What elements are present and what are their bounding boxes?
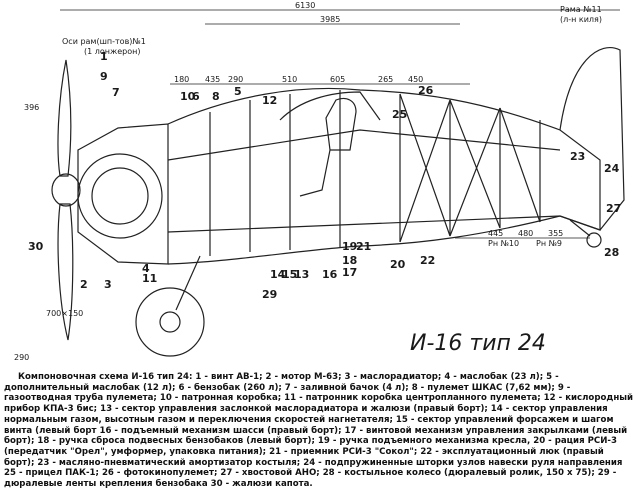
dimension-355: 355 xyxy=(548,229,563,238)
landing-gear-strut xyxy=(175,255,201,311)
dimension-265: 265 xyxy=(378,75,393,84)
aircraft-title: И-16 тип 24 xyxy=(410,331,546,356)
callout-11: 11 xyxy=(142,272,157,285)
frame-9-label: Рн №9 xyxy=(536,239,562,248)
callout-2: 2 xyxy=(80,278,88,291)
dimension-450: 450 xyxy=(408,75,423,84)
callout-13: 13 xyxy=(294,268,309,281)
dimension-396: 396 xyxy=(24,103,39,112)
callout-5: 5 xyxy=(234,85,242,98)
callout-22: 22 xyxy=(420,254,435,267)
callout-26: 26 xyxy=(418,84,434,97)
cockpit-canopy xyxy=(279,91,381,121)
frame-11-sublabel: (л-н киля) xyxy=(560,15,602,24)
callout-20: 20 xyxy=(390,258,406,271)
dimension-510: 510 xyxy=(282,75,297,84)
callout-12: 12 xyxy=(262,94,277,107)
tail-wheel xyxy=(586,232,602,248)
callout-9: 9 xyxy=(100,70,108,83)
callout-19: 19 xyxy=(342,240,357,253)
callout-1: 1 xyxy=(100,50,108,63)
callout-14: 14 xyxy=(270,268,286,281)
dimension-overall: 6130 xyxy=(295,1,315,10)
axis-label: Оси рам(шп-тов)№1 xyxy=(62,37,146,46)
dimension-290: 290 xyxy=(228,75,243,84)
callout-28: 28 xyxy=(604,246,619,259)
callout-23: 23 xyxy=(570,150,585,163)
propeller-blade-lower xyxy=(57,203,74,341)
dimension-180: 180 xyxy=(174,75,189,84)
callout-29: 29 xyxy=(262,288,277,301)
fuselage-outline xyxy=(167,87,601,265)
propeller-blade-upper xyxy=(57,59,72,177)
axis-sublabel: (1 лонжерон) xyxy=(84,47,140,56)
frame-10-label: Рн №10 xyxy=(488,239,519,248)
dimension-wheel: 700×150 xyxy=(46,309,83,318)
callout-10: 10 xyxy=(180,90,196,103)
figure-caption: Компоновочная схема И-16 тип 24: 1 - вин… xyxy=(4,372,634,490)
dimension-445: 445 xyxy=(488,229,503,238)
frame-11-label: Рама №11 xyxy=(560,5,602,14)
callout-18: 18 xyxy=(342,254,357,267)
engine-cylinders xyxy=(77,153,163,239)
dimension-605: 605 xyxy=(330,75,345,84)
main-wheel xyxy=(135,287,205,357)
callout-4: 4 xyxy=(142,262,150,275)
callout-7: 7 xyxy=(112,86,120,99)
callout-30: 30 xyxy=(28,240,44,253)
callout-16: 16 xyxy=(322,268,338,281)
tail-fin xyxy=(559,46,625,231)
dimension-mid: 3985 xyxy=(320,15,340,24)
callout-15: 15 xyxy=(282,268,297,281)
callout-3: 3 xyxy=(104,278,112,291)
dimension-435: 435 xyxy=(205,75,220,84)
callout-24: 24 xyxy=(604,162,620,175)
callout-8: 8 xyxy=(212,90,220,103)
aircraft-layout-drawing: 6130 3985 396 180 435 290 510 605 265 45… xyxy=(14,1,625,362)
callout-25: 25 xyxy=(392,108,407,121)
spinner xyxy=(51,173,81,207)
callout-21: 21 xyxy=(356,240,371,253)
callout-17: 17 xyxy=(342,266,357,279)
callout-6: 6 xyxy=(192,90,200,103)
callout-27: 27 xyxy=(606,202,621,215)
tail-skid-strut xyxy=(569,219,591,237)
dimension-480: 480 xyxy=(518,229,533,238)
dimension-height: 290 xyxy=(14,353,29,362)
pilot-figure xyxy=(299,97,357,197)
